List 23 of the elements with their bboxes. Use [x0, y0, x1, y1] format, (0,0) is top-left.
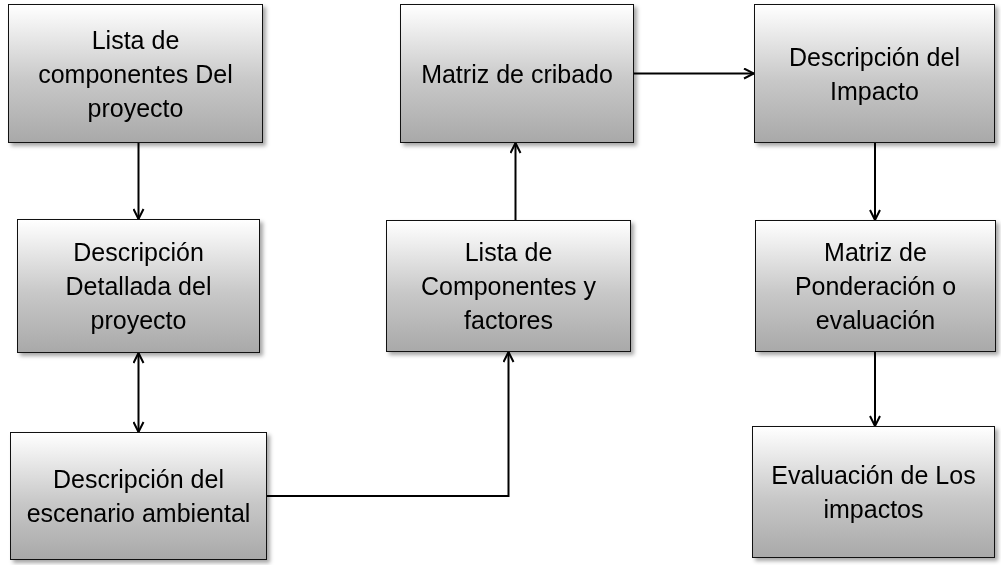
box-label: Matriz de cribado	[420, 58, 614, 90]
box-label: Lista de componentes Del proyecto	[37, 24, 234, 124]
process-box	[10, 432, 267, 560]
arrow	[132, 142, 145, 220]
process-box	[752, 426, 995, 558]
box-label: Descripción del escenario ambiental	[25, 464, 252, 529]
box-label: Descripción Detallada del proyecto	[64, 237, 213, 336]
process-box	[400, 4, 634, 143]
process-box	[754, 4, 995, 143]
box-label: Matriz de Ponderación o evaluación	[793, 237, 958, 336]
process-box	[8, 4, 263, 143]
arrow	[266, 351, 515, 497]
arrow	[132, 352, 145, 433]
arrow	[509, 142, 522, 221]
process-box	[755, 220, 996, 352]
arrow	[633, 67, 755, 80]
box-label: Evaluación de Los impactos	[770, 460, 977, 525]
arrow	[869, 142, 881, 221]
box-label: Lista de Componentes y factores	[419, 237, 598, 336]
arrow	[869, 351, 881, 427]
box-label: Descripción del Impacto	[788, 41, 961, 107]
process-box	[17, 219, 260, 353]
process-box	[386, 220, 631, 352]
